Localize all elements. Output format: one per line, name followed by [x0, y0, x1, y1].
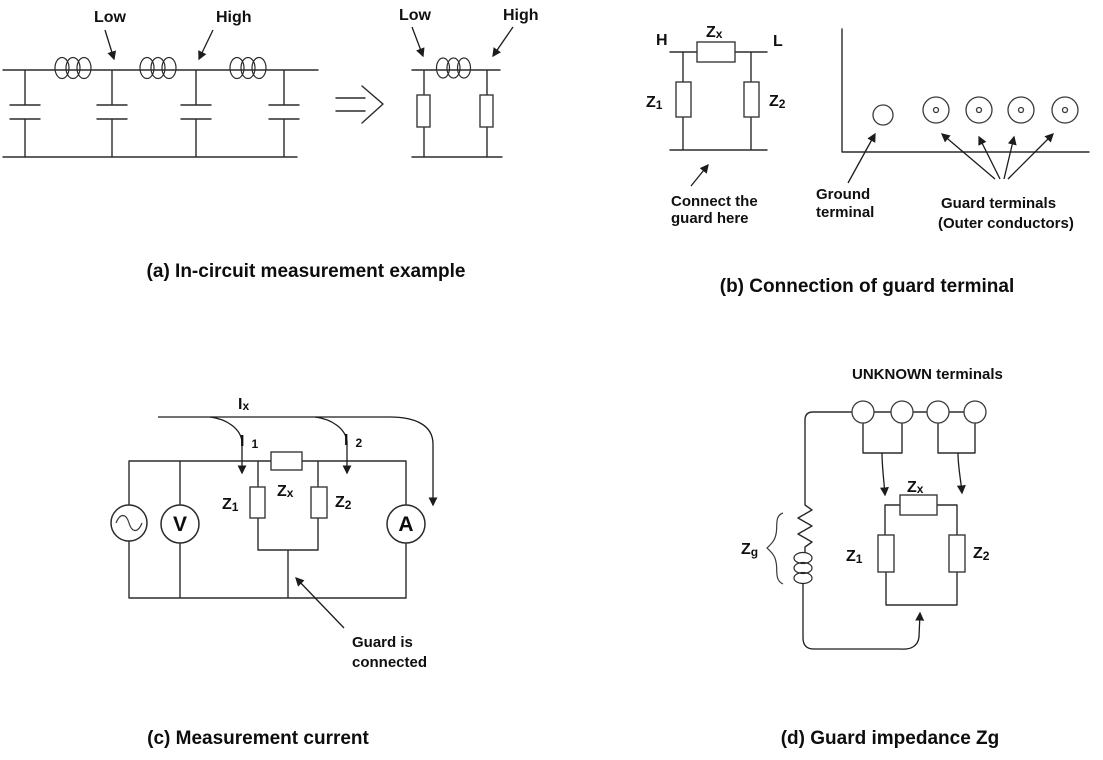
implies-arrow-icon [335, 85, 384, 124]
annotation-connect-guard: Connect the [671, 193, 758, 210]
pointer-arrow [690, 163, 709, 187]
figure-a-in-circuit-measurement: Low High Low High (a) In-circuit measure… [2, 7, 539, 282]
annotation-guard-terminals: Guard terminals [941, 195, 1056, 212]
label-zg: Zg [741, 541, 758, 559]
zg-brace [766, 512, 784, 585]
sine-icon [115, 514, 143, 532]
figure-d-guard-impedance: UNKNOWN terminals Zg Zx Z1 Z2 (d) Guard … [741, 366, 1003, 749]
label-z2: Z2 [973, 545, 990, 563]
figure-b-caption: (b) Connection of guard terminal [720, 276, 1015, 297]
label-l: L [773, 33, 783, 50]
impedance-box-zx [899, 494, 938, 516]
pointer-arrow [295, 577, 345, 629]
impedance-box-z1 [675, 81, 692, 118]
pointer-arrow [978, 135, 1001, 180]
circuit-wires [128, 460, 407, 599]
inductor-coil [435, 57, 472, 79]
impedance-box [416, 94, 431, 128]
impedance-box-z1 [249, 486, 266, 519]
circuit-wires [2, 69, 503, 158]
annotation-guard-connected: Guard is [352, 634, 413, 651]
voltmeter [160, 504, 200, 544]
inductor-coil [54, 56, 92, 80]
annotation-ground-terminal: terminal [816, 204, 874, 221]
label-zx: Zx [907, 479, 924, 496]
label-z2: Z2 [335, 494, 352, 512]
impedance-box-z2 [743, 81, 760, 118]
pointer-arrow [847, 132, 876, 184]
pointer-arrow [104, 29, 117, 61]
figure-b-guard-terminal-connection: H L Zx Z1 Z2 Connect the guard here Grou… [646, 24, 1090, 297]
label-z1: Z1 [846, 548, 863, 566]
annotation-guard-terminals: (Outer conductors) [938, 215, 1074, 232]
ammeter-letter: A [398, 513, 413, 536]
pointer-arrow [411, 26, 425, 58]
unknown-terminal [851, 400, 875, 424]
impedance-box-zx [696, 41, 736, 63]
label-zx: Zx [277, 483, 294, 500]
current-ix-arrow [158, 416, 438, 507]
label-high: High [216, 9, 252, 26]
label-z2: Z2 [769, 93, 786, 111]
unknown-terminal [963, 400, 987, 424]
pointer-arrow [1007, 133, 1054, 180]
label-z1: Z1 [222, 496, 239, 514]
guard-terminal [922, 96, 950, 124]
current-i2-arrow [314, 416, 352, 475]
label-z1: Z1 [646, 94, 663, 112]
annotation-guard-connected: connected [352, 654, 427, 671]
guard-terminal [965, 96, 993, 124]
pointer-arrow [492, 26, 514, 58]
inductor-coil [139, 56, 177, 80]
figure-a-caption: (a) In-circuit measurement example [147, 261, 466, 282]
annotation-connect-guard: guard here [671, 210, 749, 227]
label-h: H [656, 32, 668, 49]
label-low: Low [94, 9, 127, 26]
voltmeter-letter: V [173, 513, 187, 536]
ground-terminal [872, 104, 894, 126]
inductor-coil [229, 56, 267, 80]
circuit-wires [797, 411, 976, 606]
unknown-terminal [890, 400, 914, 424]
guard-terminal [1007, 96, 1035, 124]
pointer-arrow [879, 452, 889, 497]
annotation-ground-terminal: Ground [816, 186, 870, 203]
figure-c-caption: (c) Measurement current [147, 728, 369, 749]
figure-d-caption: (d) Guard impedance Zg [781, 728, 1000, 749]
pointer-arrow [1003, 135, 1017, 180]
impedance-box-z1 [877, 534, 895, 573]
impedance-box-zx [270, 451, 303, 471]
impedance-box [479, 94, 494, 128]
label-ix: Ix [238, 396, 249, 413]
label-zx: Zx [706, 24, 723, 41]
guard-return-arrow [802, 583, 925, 650]
label-unknown-terminals: UNKNOWN terminals [852, 366, 1003, 383]
impedance-box-z2 [310, 486, 328, 519]
guard-terminal [1051, 96, 1079, 124]
impedance-box-z2 [948, 534, 966, 573]
pointer-arrow [940, 133, 996, 180]
label-high: High [503, 7, 539, 24]
ammeter [386, 504, 426, 544]
label-low: Low [399, 7, 432, 24]
unknown-terminal [926, 400, 950, 424]
pointer-arrow [956, 452, 966, 495]
current-i1-arrow [209, 416, 247, 475]
pointer-arrow [198, 29, 214, 61]
inductor-coil [793, 551, 813, 585]
